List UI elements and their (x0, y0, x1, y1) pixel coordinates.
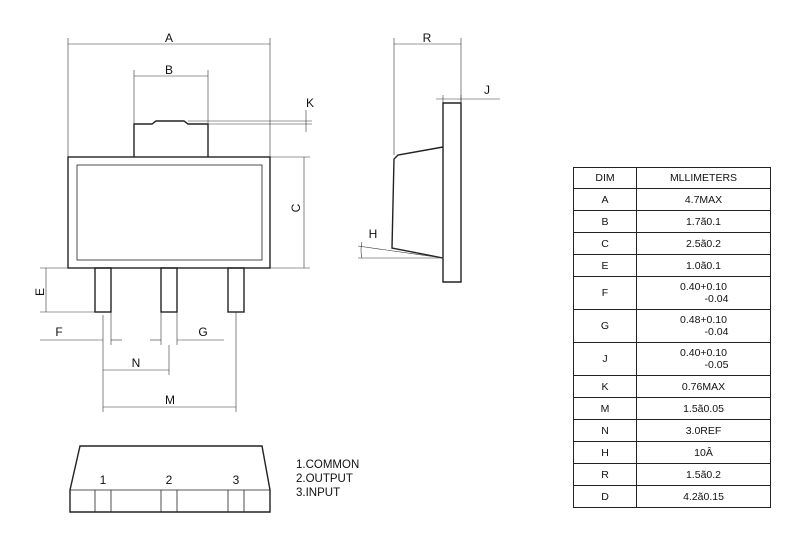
pin-assignment-list: 1.COMMON 2.OUTPUT 3.INPUT (296, 458, 359, 500)
row-value: 0.40+0.10-0.05 (636, 342, 771, 376)
table-row: C 2.5ã0.2 (573, 232, 771, 255)
label-C: C (289, 203, 303, 212)
label-B: B (165, 63, 173, 77)
label-F: F (55, 325, 62, 339)
row-value: 4.2ã0.15 (636, 485, 771, 508)
label-N: N (132, 356, 141, 370)
dimension-table: DIM MLLIMETERS A 4.7MAX B 1.7ã0.1 C 2.5ã… (573, 167, 771, 508)
table-row: E 1.0ã0.1 (573, 254, 771, 277)
table-row: A 4.7MAX (573, 188, 771, 211)
row-dim: R (573, 463, 637, 486)
header-dim: DIM (573, 167, 637, 189)
table-row: M 1.5ã0.05 (573, 397, 771, 420)
pin-number-2: 2 (166, 473, 173, 487)
row-value: 1.5ã0.2 (636, 463, 771, 486)
row-dim: G (573, 309, 637, 343)
row-value-line1: 0.48+0.10 (679, 314, 727, 326)
label-G: G (198, 325, 207, 339)
row-dim: D (573, 485, 637, 508)
pin-assignment-3: 3.INPUT (296, 487, 341, 499)
label-R: R (423, 31, 432, 45)
header-millimeters: MLLIMETERS (636, 167, 771, 189)
top-view: A B K C E F G N (33, 31, 314, 412)
row-value: 10Â (636, 441, 771, 464)
body-inner-outline (76, 164, 263, 261)
row-value: 0.40+0.10-0.04 (636, 276, 771, 310)
label-J: J (484, 83, 490, 97)
side-tab-outline (442, 102, 462, 283)
pin-assignment-2: 2.OUTPUT (296, 473, 353, 485)
row-dim: B (573, 210, 637, 233)
row-value-line2: -0.04 (704, 293, 729, 305)
pin-number-3: 3 (233, 473, 240, 487)
table-row: N 3.0REF (573, 419, 771, 442)
lead-2 (160, 267, 178, 313)
row-value-line2: -0.05 (704, 359, 729, 371)
row-value: 1.7ã0.1 (636, 210, 771, 233)
row-value: 1.5ã0.05 (636, 397, 771, 420)
row-dim: J (573, 342, 637, 376)
table-row: H 10Â (573, 441, 771, 464)
row-value-line1: 0.40+0.10 (679, 281, 727, 293)
row-dim: M (573, 397, 637, 420)
body-outline (67, 156, 271, 269)
pin-number-1: 1 (100, 473, 107, 487)
label-H: H (369, 227, 378, 241)
table-row: D 4.2ã0.15 (573, 485, 771, 508)
row-value: 1.0ã0.1 (636, 254, 771, 277)
row-value: 3.0REF (636, 419, 771, 442)
row-value: 4.7MAX (636, 188, 771, 211)
table-row: R 1.5ã0.2 (573, 463, 771, 486)
table-row: K 0.76MAX (573, 375, 771, 398)
row-value-line1: 0.40+0.10 (679, 347, 727, 359)
row-dim: H (573, 441, 637, 464)
row-dim: F (573, 276, 637, 310)
table-header-row: DIM MLLIMETERS (573, 167, 771, 189)
side-view: R J H (357, 31, 500, 283)
front-view: 1 2 3 (69, 445, 271, 513)
row-dim: C (573, 232, 637, 255)
tab-outline (133, 120, 209, 157)
label-E: E (33, 288, 47, 296)
row-dim: K (573, 375, 637, 398)
row-value: 0.48+0.10-0.04 (636, 309, 771, 343)
label-K: K (306, 96, 314, 110)
lead-1 (94, 267, 112, 313)
table-row: B 1.7ã0.1 (573, 210, 771, 233)
table-row: F 0.40+0.10-0.04 (573, 276, 771, 310)
row-dim: N (573, 419, 637, 442)
row-dim: A (573, 188, 637, 211)
label-A: A (165, 31, 173, 45)
side-body-outline (391, 146, 444, 259)
row-dim: E (573, 254, 637, 277)
row-value-line2: -0.04 (704, 326, 729, 338)
lead-3 (227, 267, 245, 313)
table-row: G 0.48+0.10-0.04 (573, 309, 771, 343)
label-M: M (165, 393, 175, 407)
row-value: 2.5ã0.2 (636, 232, 771, 255)
table-row: J 0.40+0.10-0.05 (573, 342, 771, 376)
row-value: 0.76MAX (636, 375, 771, 398)
pin-assignment-1: 1.COMMON (296, 459, 360, 471)
